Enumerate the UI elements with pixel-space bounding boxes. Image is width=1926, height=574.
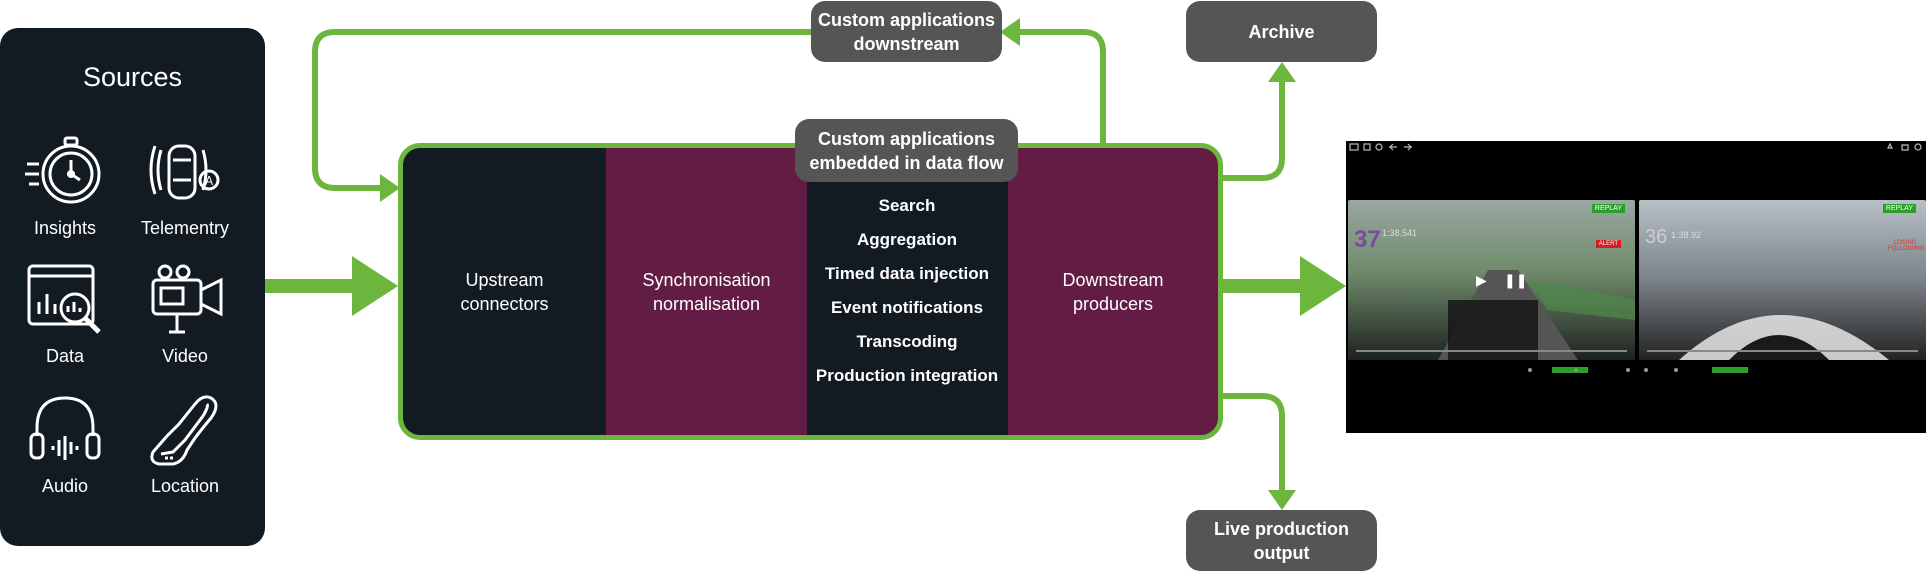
sources-panel: Sources Insights A Telementry Data	[0, 28, 265, 546]
source-data: Data	[0, 258, 130, 367]
video-feed-left[interactable]: 37 1:38.541 REPLAY ALERT ▶ ❚❚	[1348, 200, 1635, 360]
source-label: Insights	[33, 218, 97, 238]
lap-number: 36	[1645, 226, 1668, 248]
source-video: Video	[120, 258, 250, 367]
replay-badge: REPLAY	[1882, 204, 1916, 213]
scrub-bar[interactable]	[1647, 350, 1918, 352]
panel-label: Synchronisation normalisation	[642, 269, 771, 314]
source-location: Location	[120, 388, 250, 497]
node-label: Archive	[1248, 21, 1315, 42]
downstream-producers-panel: Downstream producers	[1008, 148, 1218, 435]
live-production-output-node: Live production output	[1186, 510, 1377, 571]
scrub-bar[interactable]	[1356, 350, 1627, 352]
main-in-arrowhead	[380, 174, 400, 202]
archive-node: Archive	[1186, 1, 1377, 62]
big-output-arrowhead	[1300, 256, 1346, 316]
source-label: Data	[45, 346, 85, 366]
archive-arrowhead	[1268, 62, 1296, 82]
screen-toolbar	[1346, 141, 1926, 155]
big-output-arrow-shaft	[1218, 279, 1302, 293]
feature-item: Production integration	[815, 366, 999, 385]
headphones-icon	[29, 396, 101, 460]
stopwatch-icon	[25, 136, 101, 204]
custom-apps-downstream-node: Custom applications downstream	[811, 1, 1002, 62]
lap-number: 37	[1354, 226, 1381, 253]
big-input-arrowhead	[352, 256, 398, 316]
processing-pipeline: Upstream connectors Synchronisation norm…	[398, 143, 1223, 440]
source-insights: Insights	[0, 130, 130, 239]
source-label: Location	[150, 476, 220, 496]
custom-apps-embedded-node: Custom applications embedded in data flo…	[795, 119, 1018, 182]
source-telemetry: A Telementry	[120, 130, 250, 239]
feature-item: Event notifications	[830, 298, 984, 317]
replay-badge: REPLAY	[1591, 204, 1625, 213]
feature-item: Search	[878, 196, 936, 215]
feature-item: Timed data injection	[824, 264, 990, 283]
loop-arrow-back	[312, 29, 814, 191]
loop-arrowhead	[1000, 18, 1020, 46]
lap-time: 1:38.92	[1671, 230, 1702, 240]
sources-title: Sources	[82, 62, 183, 92]
source-audio: Audio	[0, 388, 130, 497]
archive-arrow	[1215, 75, 1285, 181]
node-label: Custom applications embedded in data flo…	[809, 128, 1004, 173]
race-track-icon	[150, 395, 218, 466]
source-label: Video	[162, 346, 208, 366]
panel-label: Upstream connectors	[460, 269, 549, 314]
lap-time: 1:38.541	[1382, 228, 1418, 238]
data-search-icon	[27, 264, 101, 334]
panel-label: Downstream producers	[1062, 269, 1164, 314]
playback-controls[interactable]	[1346, 363, 1926, 375]
live-output-arrow	[1215, 393, 1285, 497]
feature-item: Transcoding	[856, 332, 958, 351]
features-panel: Search Aggregation Timed data injection …	[807, 148, 1008, 435]
alert-text: LOSING FOLLOWING	[1888, 240, 1925, 252]
video-camera-icon	[151, 264, 223, 334]
upstream-connectors-panel: Upstream connectors	[403, 148, 606, 435]
pause-icon[interactable]: ❚❚	[1504, 272, 1528, 288]
production-screen-preview: 37 1:38.541 REPLAY ALERT ▶ ❚❚ 36 1:38.92…	[1346, 141, 1926, 433]
loop-arrow-up	[1015, 29, 1106, 146]
source-label: Telementry	[140, 218, 230, 238]
node-label: Custom applications downstream	[817, 9, 996, 54]
video-feed-right[interactable]: 36 1:38.92 REPLAY LOSING FOLLOWING	[1639, 200, 1926, 360]
node-label: Live production output	[1214, 518, 1349, 563]
car-sensors-icon: A	[149, 144, 220, 200]
source-label: Audio	[41, 476, 89, 496]
svg-text:A: A	[205, 174, 214, 188]
big-input-arrow-shaft	[265, 279, 355, 293]
synchronisation-panel: Synchronisation normalisation	[606, 148, 807, 435]
feature-item: Aggregation	[856, 230, 958, 249]
play-icon[interactable]: ▶	[1476, 272, 1487, 288]
alert-badge: ALERT	[1595, 240, 1621, 248]
live-arrowhead	[1268, 490, 1296, 510]
